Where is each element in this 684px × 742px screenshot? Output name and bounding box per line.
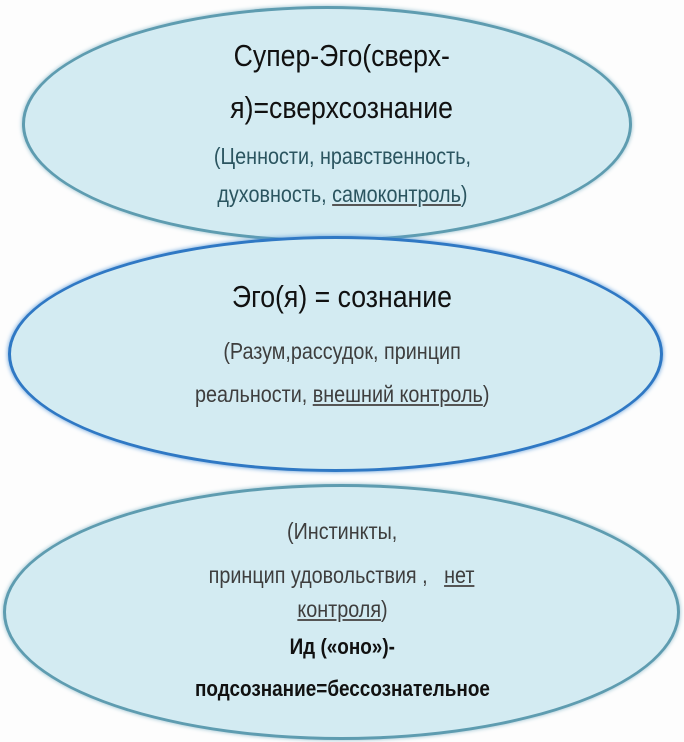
ego-title: Эго(я) = сознание (231, 279, 453, 314)
superego-title-line1: Супер-Эго(сверх- (233, 38, 451, 73)
ego-desc-line2: реальности, внешний контроль) (194, 381, 490, 407)
superego-desc-line1: (Ценности, нравственность, (213, 143, 471, 169)
id-title-line2: подсознание=бессознательное (194, 676, 490, 701)
superego-ellipse (22, 6, 632, 242)
id-ellipse (3, 484, 680, 740)
superego-title-line2: я)=сверхсознание (230, 90, 454, 125)
id-desc-line1: (Инстинкты, (286, 518, 398, 544)
ego-ellipse (8, 236, 663, 472)
id-desc-line2: принцип удовольствия , нет (209, 562, 475, 588)
superego-desc-line2: духовность, самоконтроль) (216, 181, 468, 207)
ego-desc-line1: (Разум,рассудок, принцип (223, 338, 461, 364)
id-desc-line3: контроля) (296, 596, 388, 622)
id-title-line1: Ид («оно»)- (289, 634, 395, 659)
